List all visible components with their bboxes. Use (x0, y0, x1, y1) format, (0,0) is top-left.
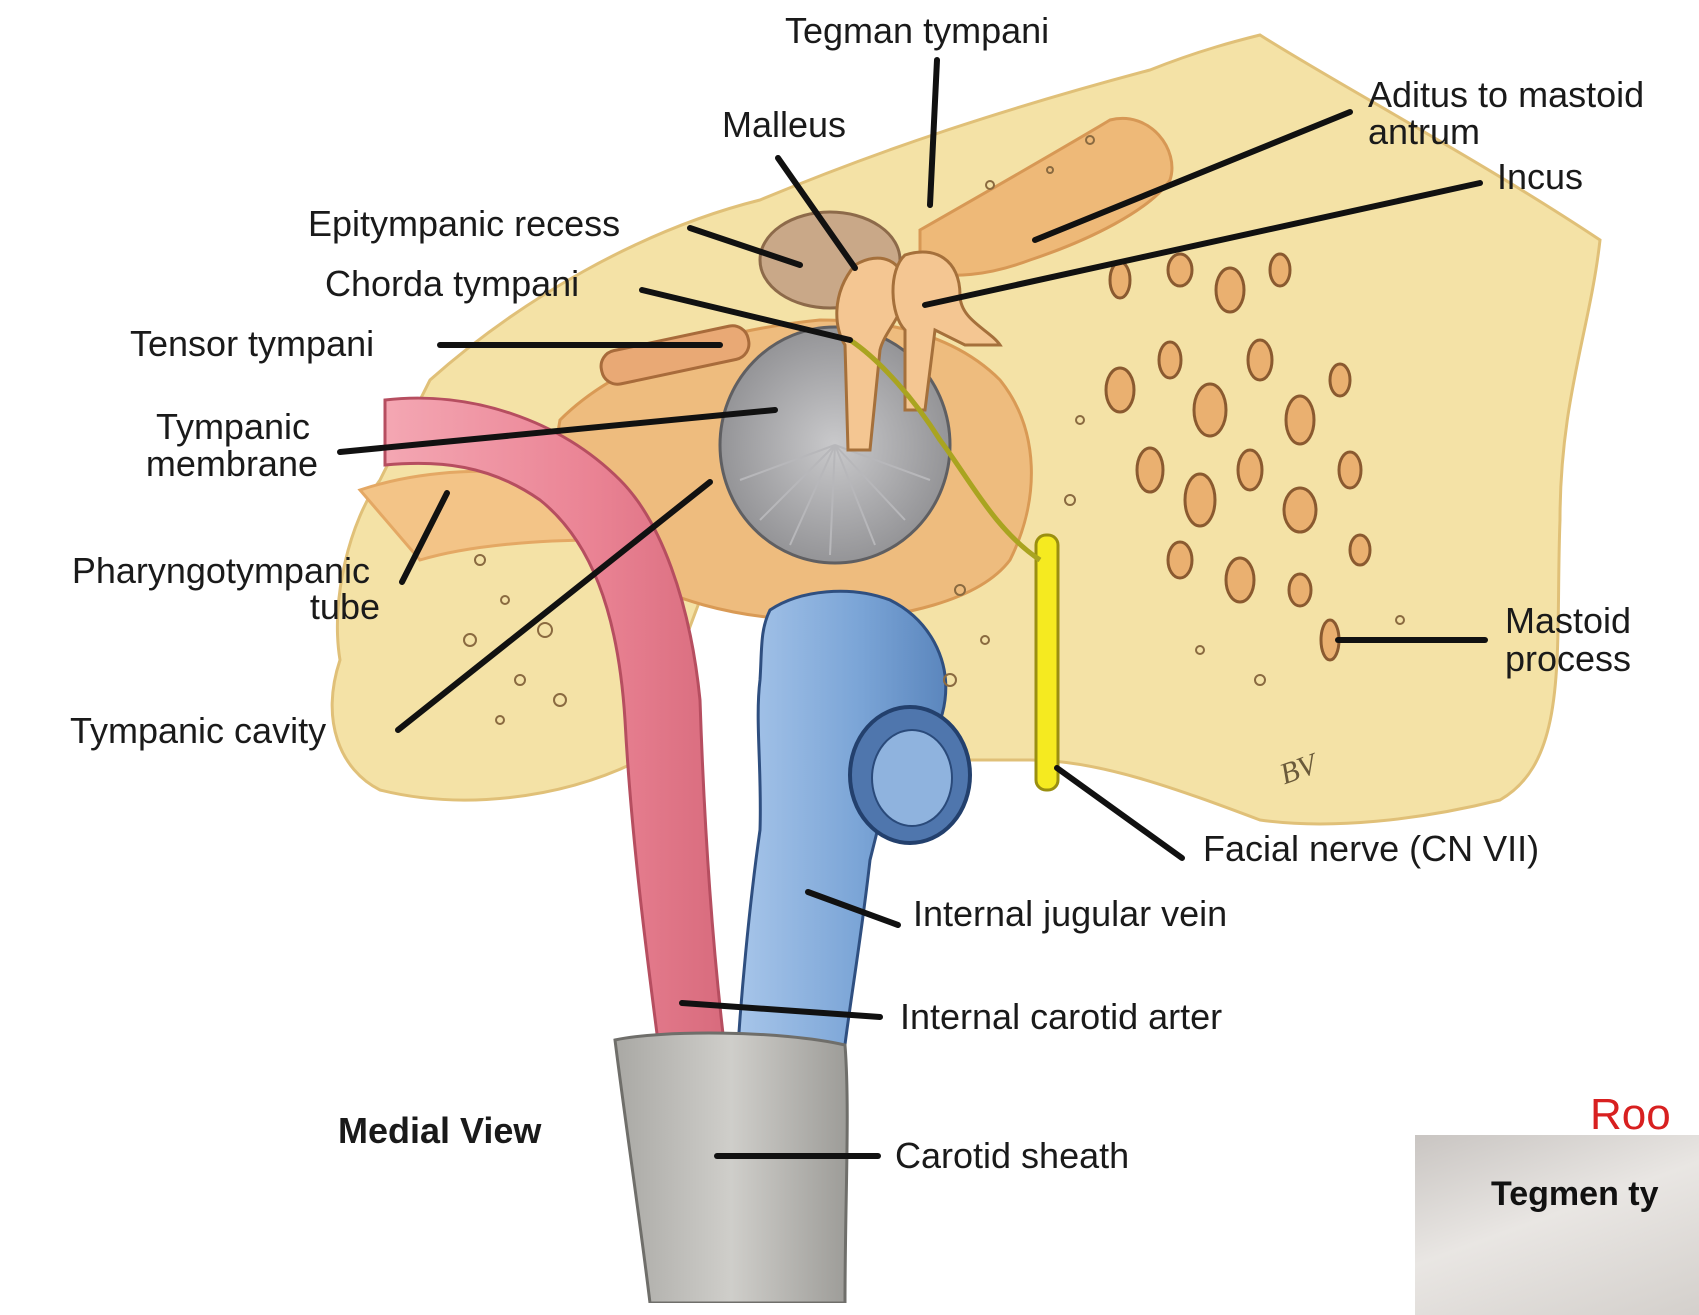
facial-nerve-shape (1036, 535, 1058, 790)
label-tympanic-membrane-line2: membrane (100, 445, 318, 483)
label-internal-jugular-vein: Internal jugular vein (913, 895, 1227, 933)
label-tympanic-cavity: Tympanic cavity (70, 712, 326, 750)
label-chorda-tympani: Chorda tympani (325, 265, 579, 303)
label-carotid-sheath: Carotid sheath (895, 1137, 1129, 1175)
label-mastoid-line2: process (1505, 640, 1631, 678)
label-epitympanic-recess: Epitympanic recess (308, 205, 620, 243)
carotid-sheath-shape (615, 1033, 847, 1303)
jugular-bulb-lumen (872, 730, 952, 826)
label-tegman-tympani: Tegman tympani (785, 12, 1049, 50)
label-facial-nerve: Facial nerve (CN VII) (1203, 830, 1539, 868)
label-tympanic-membrane-line1: Tympanic (100, 408, 310, 446)
label-pharyngotympanic-line2: tube (10, 588, 380, 626)
label-mastoid-line1: Mastoid (1505, 602, 1631, 640)
label-aditus-line2: antrum (1368, 113, 1480, 151)
slide-subtitle-fragment: Tegmen ty (1491, 1175, 1659, 1214)
label-pharyngotympanic-line1: Pharyngotympanic (10, 552, 370, 590)
label-tensor-tympani: Tensor tympani (130, 325, 374, 363)
label-medial-view: Medial View (338, 1112, 541, 1150)
label-internal-carotid-artery: Internal carotid arter (900, 998, 1222, 1036)
label-incus: Incus (1497, 158, 1583, 196)
label-malleus: Malleus (722, 106, 846, 144)
label-aditus-line1: Aditus to mastoid (1368, 76, 1644, 114)
slide-fragment-panel: Tegmen ty (1415, 1135, 1699, 1315)
slide-title-fragment: Roo (1590, 1090, 1671, 1140)
